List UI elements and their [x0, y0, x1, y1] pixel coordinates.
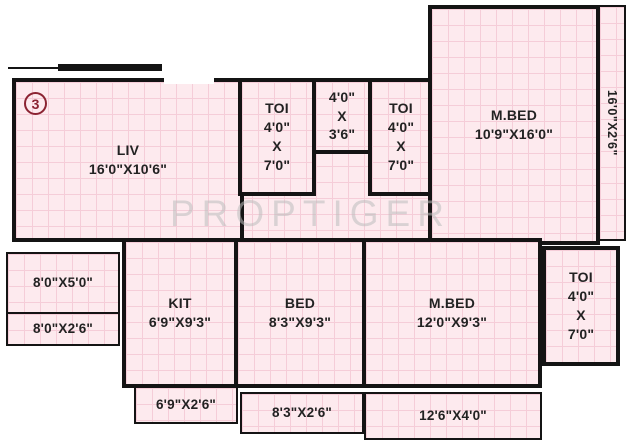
room-master-bed-top-name: M.BED [490, 107, 538, 124]
balcony-right-dims: 16'0"X2'6" [605, 90, 619, 156]
room-toilet-bottom-name: TOI [569, 269, 593, 286]
room-toilet-1-x: X [272, 138, 282, 154]
room-toilet-bottom-w: 4'0" [567, 288, 595, 305]
balcony-below-bed: 8'3"X2'6" [240, 392, 364, 434]
room-master-bed-bottom: M.BED 12'0"X9'3" [362, 238, 542, 388]
balcony-left-lower: 8'0"X2'6" [6, 312, 120, 346]
duct-h: 3'6" [328, 126, 356, 143]
room-kitchen: KIT 6'9"X9'3" [122, 238, 238, 388]
room-toilet-bottom: TOI 4'0" X 7'0" [542, 246, 620, 366]
balcony-left-upper: 8'0"X5'0" [6, 252, 120, 314]
entrance-door-gap [164, 74, 214, 84]
room-toilet-2-name: TOI [389, 100, 413, 117]
room-toilet-1-h: 7'0" [263, 156, 291, 173]
entrance-wall-thin [8, 67, 60, 69]
balcony-below-master-bed: 12'6"X4'0" [364, 392, 542, 440]
room-master-bed-bottom-name: M.BED [428, 295, 476, 312]
duct-x: X [337, 107, 347, 124]
balcony-below-master-bed-dims: 12'6"X4'0" [419, 407, 487, 423]
room-toilet-2-x: X [396, 138, 406, 154]
room-kitchen-dims: 6'9"X9'3" [148, 314, 212, 330]
room-living-dims: 16'0"X10'6" [88, 161, 168, 177]
room-toilet-1-w: 4'0" [263, 119, 291, 136]
duct-w: 4'0" [328, 88, 356, 105]
balcony-left-upper-dims: 8'0"X5'0" [32, 274, 94, 290]
entrance-wall [58, 64, 162, 71]
room-master-bed-bottom-dims: 12'0"X9'3" [416, 314, 488, 330]
room-toilet-bottom-h: 7'0" [567, 325, 595, 342]
balcony-left-lower-dims: 8'0"X2'6" [32, 320, 94, 336]
duct-shaft: 4'0" X 3'6" [312, 78, 372, 154]
room-toilet-2: TOI 4'0" X 7'0" [368, 78, 434, 196]
balcony-below-kitchen-dims: 6'9"X2'6" [155, 396, 217, 412]
room-living-name: LIV [116, 142, 140, 159]
room-bed: BED 8'3"X9'3" [234, 238, 366, 388]
balcony-below-kitchen: 6'9"X2'6" [134, 386, 238, 424]
room-toilet-bottom-x: X [576, 307, 586, 323]
room-toilet-1-name: TOI [265, 100, 289, 117]
balcony-right: 16'0"X2'6" [598, 5, 626, 241]
room-bed-dims: 8'3"X9'3" [268, 314, 332, 330]
unit-number: 3 [31, 95, 40, 112]
room-bed-name: BED [284, 295, 316, 312]
unit-number-marker: 3 [24, 92, 47, 115]
room-master-bed-top-dims: 10'9"X16'0" [474, 126, 554, 142]
room-master-bed-top: M.BED 10'9"X16'0" [428, 5, 600, 245]
room-kitchen-name: KIT [168, 295, 192, 312]
balcony-below-bed-dims: 8'3"X2'6" [271, 404, 333, 420]
room-toilet-2-h: 7'0" [387, 156, 415, 173]
room-toilet-2-w: 4'0" [387, 119, 415, 136]
room-toilet-1: TOI 4'0" X 7'0" [238, 78, 316, 196]
